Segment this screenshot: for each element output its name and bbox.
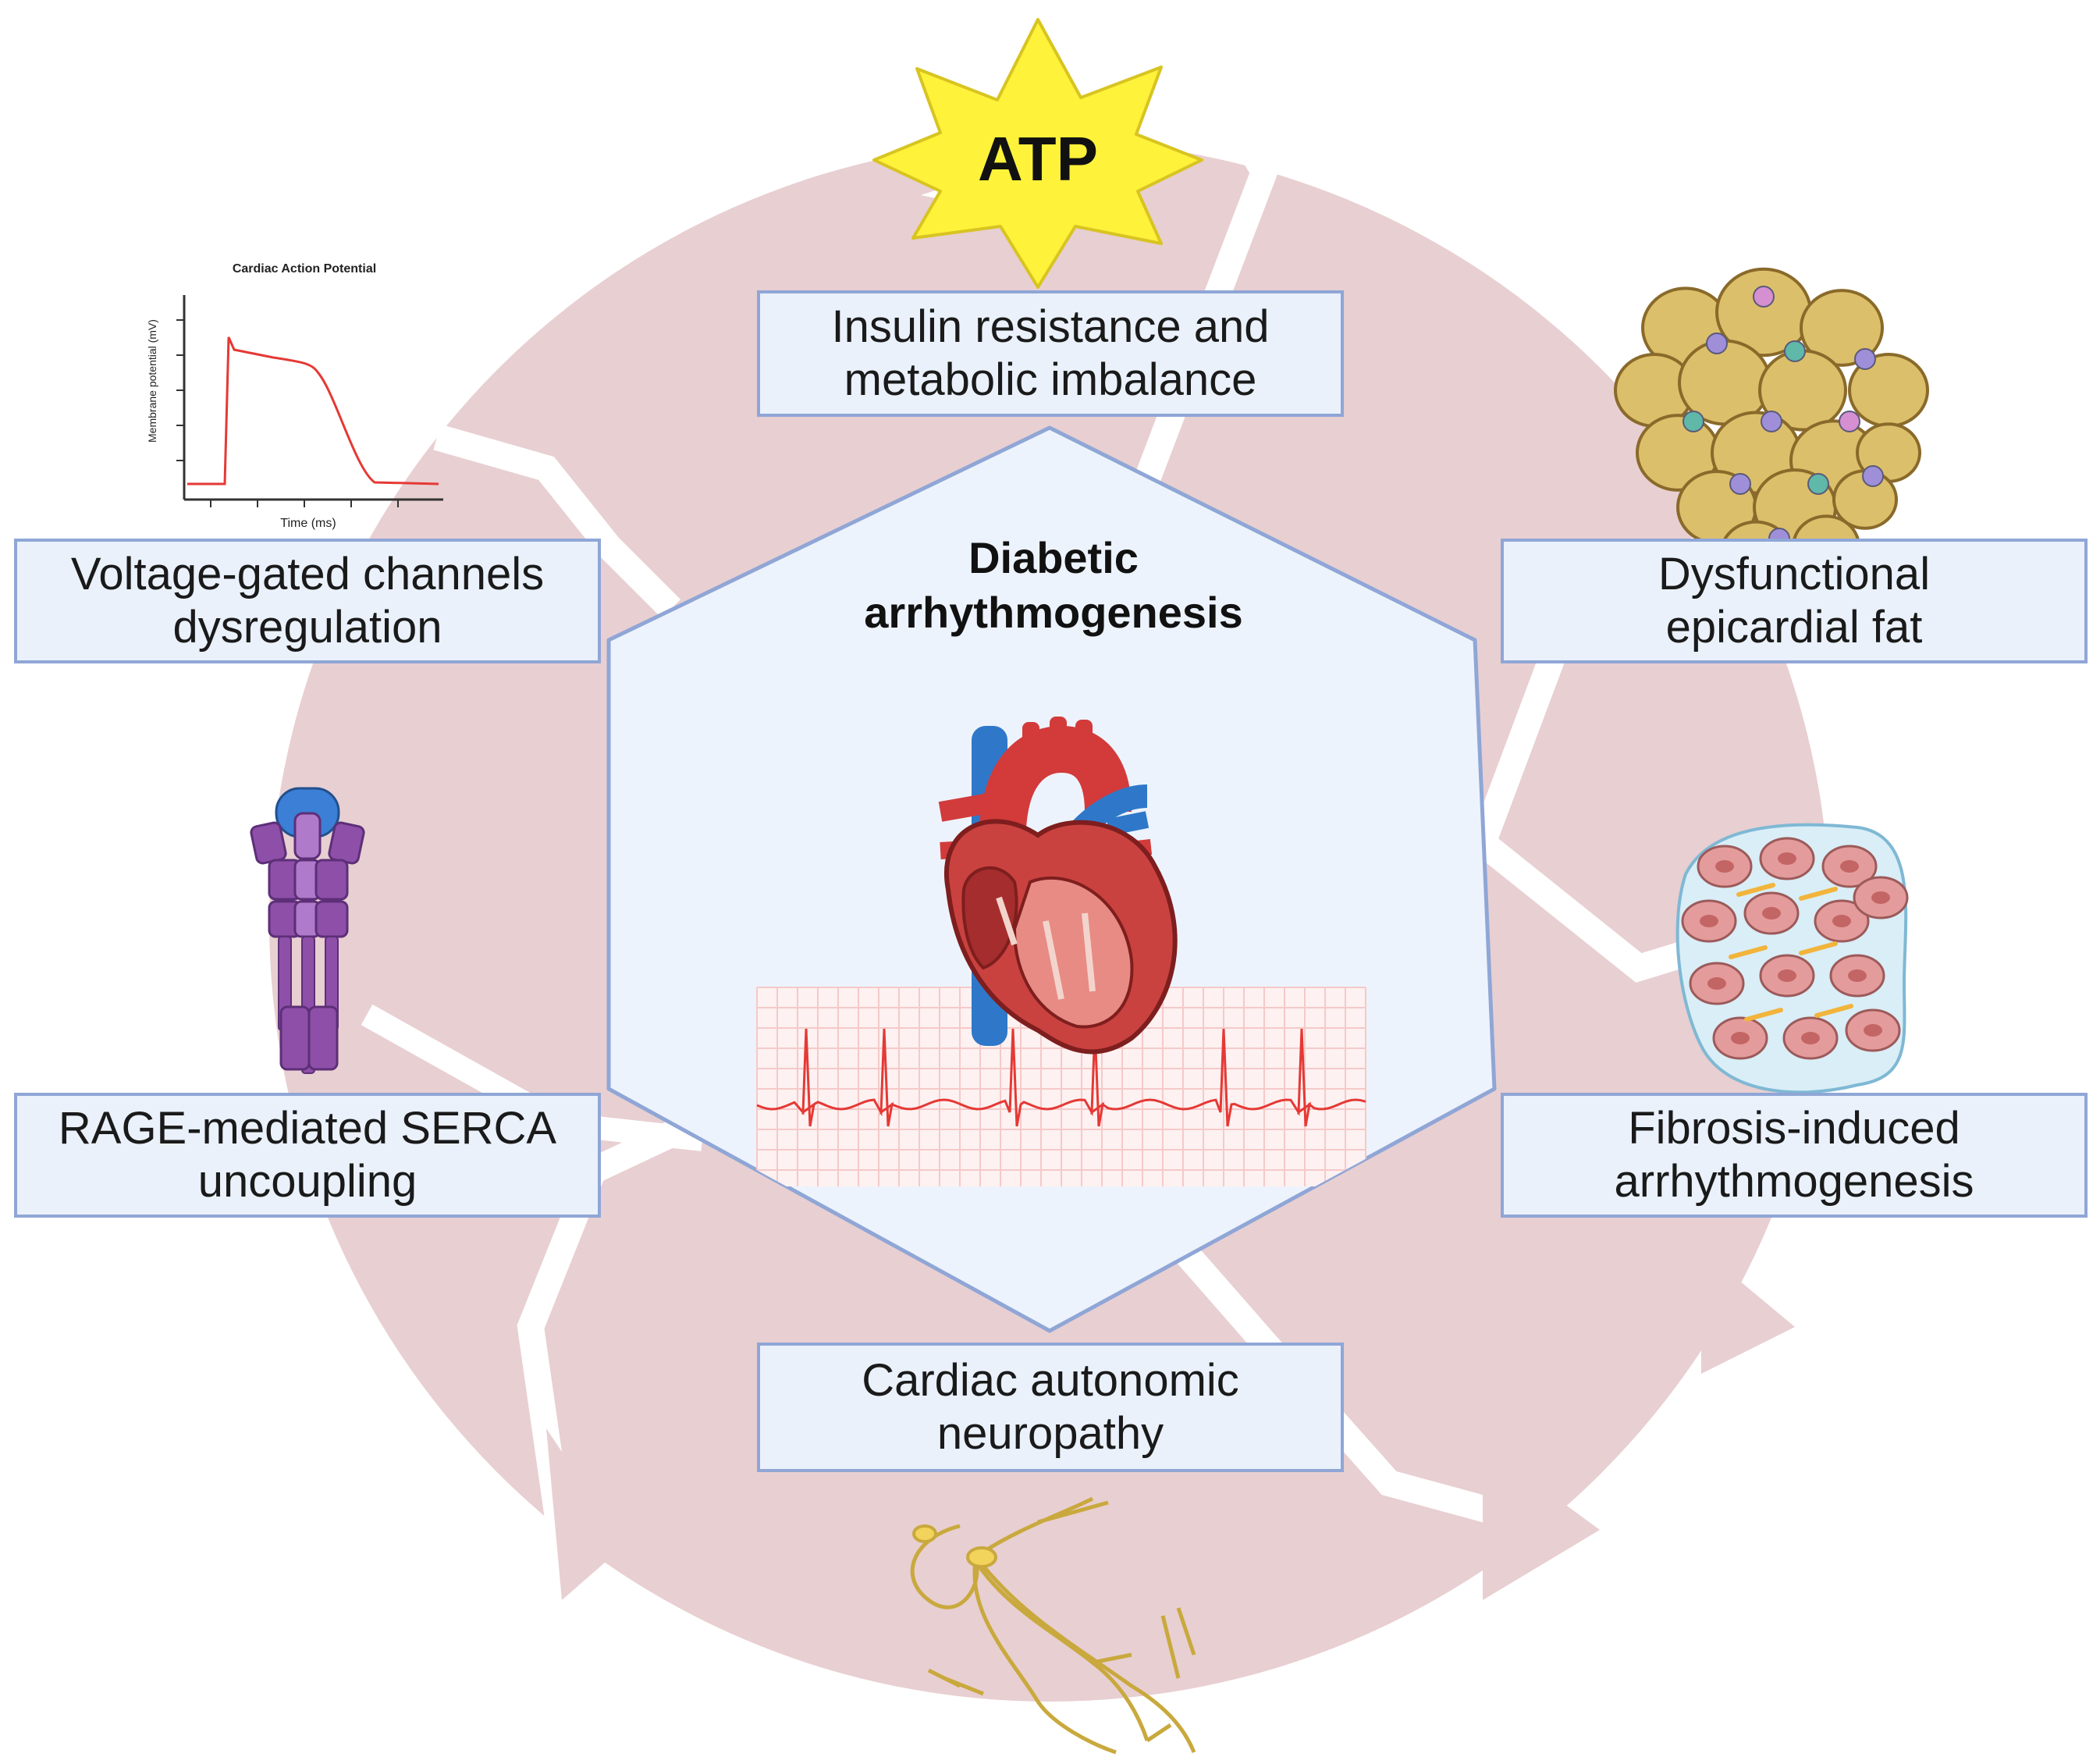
atp-star-icon (872, 18, 1203, 289)
fibrosis-tissue-icon (1675, 823, 1909, 1094)
title-line-2: arrhythmogenesis (864, 588, 1243, 637)
box-line: uncoupling (197, 1156, 418, 1207)
box-insulin-resistance: Insulin resistance and metabolic imbalan… (757, 290, 1344, 417)
box-voltage-gated-channels: Voltage-gated channels dysregulation (14, 539, 601, 663)
action-potential-plot (176, 295, 443, 507)
action-potential-title: Cardiac Action Potential (232, 262, 377, 276)
title-line-1: Diabetic (968, 533, 1139, 582)
neuron-node (912, 1524, 937, 1543)
heart-icon (938, 717, 1178, 1055)
box-line: Dysfunctional (1658, 549, 1931, 599)
box-rage-serca: RAGE-mediated SERCA uncoupling (14, 1093, 601, 1218)
action-potential-xlabel: Time (ms) (280, 517, 336, 530)
box-line: metabolic imbalance (844, 354, 1257, 405)
action-potential-ylabel: Membrane potential (mV) (146, 319, 158, 443)
ecg-trace (756, 1028, 1366, 1127)
box-line: dysregulation (172, 602, 442, 653)
neuron-soma (966, 1546, 997, 1568)
box-epicardial-fat: Dysfunctional epicardial fat (1501, 539, 2088, 663)
rage-receptor-icon (250, 787, 365, 1074)
box-line: Insulin resistance and (831, 301, 1270, 352)
box-line: Fibrosis-induced (1628, 1103, 1960, 1154)
atp-label: ATP (977, 124, 1099, 194)
box-line: epicardial fat (1665, 602, 1923, 653)
diagram-title: Diabetic arrhythmogenesis (780, 531, 1327, 640)
box-line: Voltage-gated channels (70, 549, 545, 599)
box-autonomic-neuropathy: Cardiac autonomic neuropathy (757, 1343, 1344, 1472)
box-line: RAGE-mediated SERCA (58, 1103, 557, 1154)
box-line: neuropathy (936, 1408, 1164, 1459)
box-line: Cardiac autonomic (862, 1355, 1239, 1406)
box-line: arrhythmogenesis (1614, 1156, 1974, 1207)
box-fibrosis: Fibrosis-induced arrhythmogenesis (1501, 1093, 2088, 1218)
